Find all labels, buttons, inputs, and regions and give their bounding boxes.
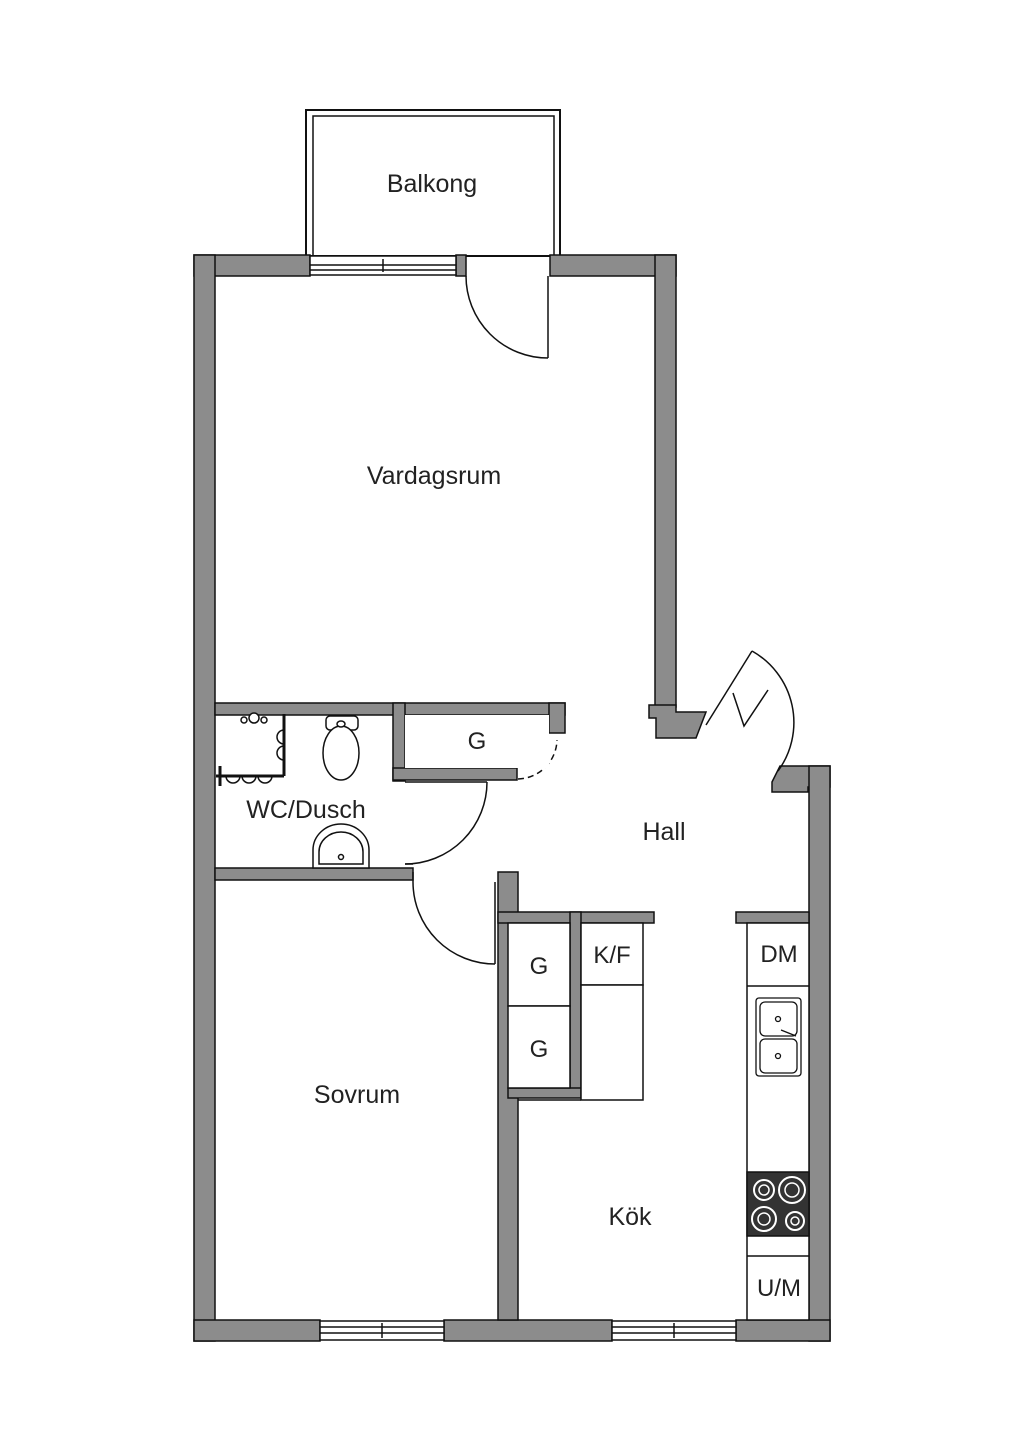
label-hall: Hall	[642, 818, 685, 846]
toilet-icon	[322, 715, 360, 781]
kitchen-sink-icon	[755, 997, 802, 1077]
window-living-room	[309, 255, 457, 276]
bathroom-door	[404, 781, 488, 865]
label-fridge-freezer: K/F	[593, 942, 630, 969]
balcony	[305, 109, 561, 257]
label-closet-hall: G	[468, 728, 487, 755]
label-microwave-oven: U/M	[757, 1275, 801, 1302]
closet-g-2	[507, 1005, 571, 1089]
closet-g-hall	[405, 715, 549, 768]
label-closet-1: G	[530, 953, 549, 980]
label-living-room: Vardagsrum	[367, 462, 501, 490]
label-bedroom: Sovrum	[314, 1081, 400, 1109]
windows	[309, 255, 737, 1341]
bedroom-door	[412, 872, 496, 965]
label-closet-2: G	[530, 1036, 549, 1063]
interior-walls	[214, 702, 810, 1321]
doors	[404, 275, 795, 965]
pantry-unit	[580, 984, 644, 1101]
room-labels: Balkong Vardagsrum WC/Dusch Hall Sovrum …	[246, 170, 801, 1302]
label-wc-shower: WC/Dusch	[246, 796, 365, 824]
bathroom-fixtures	[216, 712, 370, 869]
balcony-door	[465, 275, 549, 359]
window-kitchen	[611, 1320, 737, 1341]
shower-icon	[216, 712, 286, 786]
stove-icon	[746, 1171, 810, 1237]
outer-walls	[193, 254, 831, 1342]
kitchen-counter	[746, 922, 810, 1321]
label-kitchen: Kök	[608, 1203, 652, 1231]
fridge-freezer-unit	[580, 922, 644, 986]
label-dishwasher: DM	[760, 941, 797, 968]
sink-icon	[312, 823, 370, 869]
window-bedroom	[319, 1320, 445, 1341]
closet-g-1	[507, 922, 571, 1007]
storage-units	[405, 715, 810, 1321]
entrance-door	[705, 650, 795, 772]
label-balcony: Balkong	[387, 170, 477, 198]
